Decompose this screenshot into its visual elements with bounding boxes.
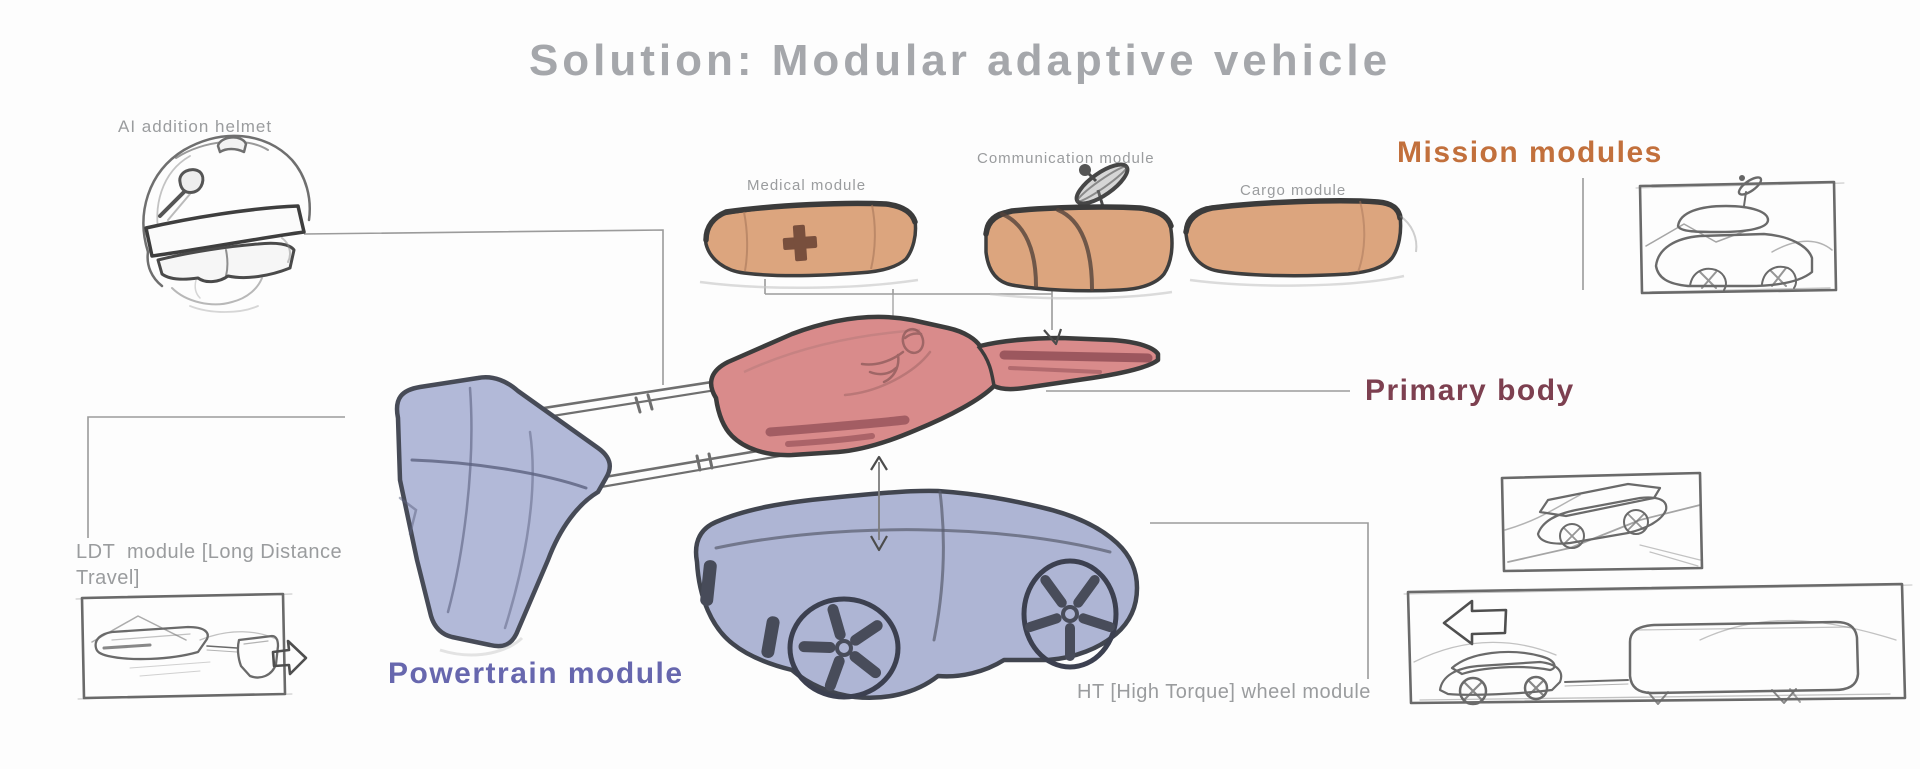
medical-cross-icon: [782, 224, 818, 262]
hill-climb-thumbnail-sketch: [1500, 471, 1704, 573]
ldt-callout-line: [87, 416, 345, 538]
towing-thumbnail-sketch: [1403, 582, 1913, 706]
body-wheel-arrow-icon: [870, 455, 888, 552]
ht-callout-line: [1150, 522, 1369, 679]
thumbnail-frame: [80, 592, 287, 700]
primary-body-sketch: [708, 314, 1161, 458]
module-attach-arrow-icon: [1043, 328, 1063, 346]
medical-module-sketch: [699, 200, 919, 290]
left-arrow-icon: [1442, 599, 1508, 646]
cargo-module-label: Cargo module: [1240, 182, 1347, 199]
medical-module-label: Medical module: [747, 177, 867, 194]
rear-wheel-sketch: [1021, 558, 1119, 670]
ldt-thumbnail-sketch: [75, 592, 308, 700]
cargo-module-shape: [1183, 198, 1403, 278]
thumbnail-frame: [1638, 180, 1838, 295]
right-arrow-icon: [271, 639, 308, 676]
slide-title: Solution: Modular adaptive vehicle: [528, 36, 1392, 85]
primary-body-label: Primary body: [1365, 374, 1575, 407]
helmet-sketch: [142, 134, 311, 313]
helmet-callout-line: [303, 229, 664, 385]
powertrain-module-sketch: [394, 375, 613, 657]
communication-module-label: Communication module: [977, 150, 1155, 167]
ht-wheel-module-label: HT [High Torque] wheel module: [1077, 681, 1371, 703]
powertrain-body: [394, 375, 613, 649]
comm-vehicle-thumbnail-sketch: [1635, 175, 1845, 295]
ht-wheel-module-sketch: [693, 488, 1140, 700]
mission-modules-label: Mission modules: [1397, 136, 1663, 169]
cargo-module-sketch: [1183, 198, 1418, 287]
boom-mic-icon: [178, 168, 205, 194]
thumbnail-frame: [1500, 471, 1704, 573]
communication-module-sketch: [983, 162, 1174, 300]
front-wheel-sketch: [787, 596, 901, 700]
driver-figure-sketch: [843, 327, 932, 397]
trailer-box: [1628, 620, 1860, 695]
thumbnail-frame: [1406, 582, 1907, 705]
ldt-module-label: LDT module [Long Distance Travel]: [76, 541, 343, 589]
helmet-label: AI addition helmet: [118, 117, 273, 136]
goggle-shape: [156, 241, 296, 284]
satellite-dish-icon: [1074, 162, 1130, 211]
visor-shape: [144, 204, 306, 258]
vent-slot-icon: [761, 616, 780, 658]
powertrain-module-label: Powertrain module: [388, 657, 684, 690]
vent-slot-icon: [700, 560, 717, 607]
